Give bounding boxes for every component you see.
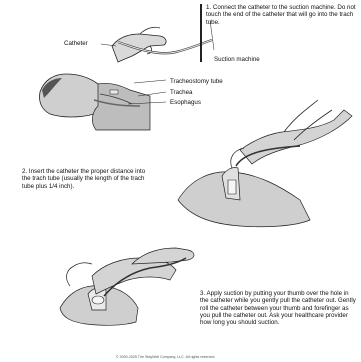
panel-1-hand-catheter [112,27,166,62]
panel-2-insert-catheter [178,100,352,227]
step-3-text: 3. Apply suction by putting your thumb o… [200,290,358,326]
label-trachea: Trachea [170,89,192,96]
panel-3-apply-suction [60,248,194,325]
label-suction-machine: Suction machine [214,56,260,63]
step-2-text: 2. Insert the catheter the proper distan… [22,168,150,190]
label-tracheostomy-tube: Tracheostomy tube [170,78,223,85]
label-esophagus: Esophagus [170,99,201,106]
suction-machine-edge [200,4,202,62]
patient-head-profile [39,74,150,130]
step-1-text: 1. Connect the catheter to the suction m… [206,4,358,26]
label-catheter: Catheter [64,40,88,47]
copyright-credit: © 2000-2025 The StayWell Company, LLC. A… [116,355,215,359]
